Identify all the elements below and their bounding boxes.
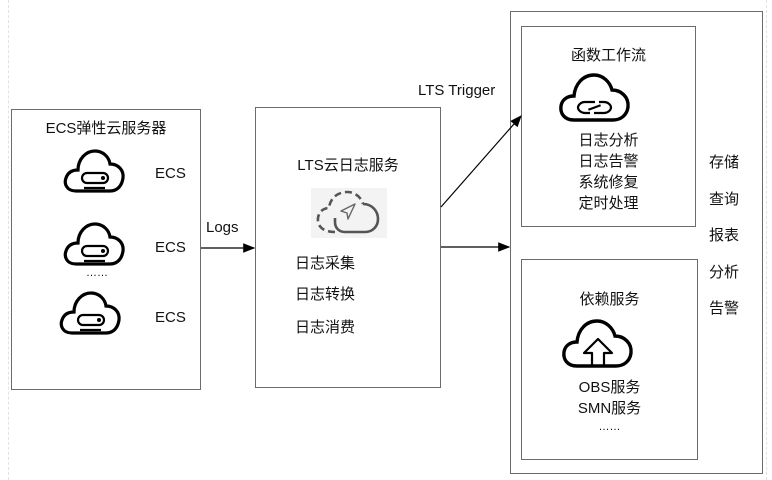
capability-label: 报表	[709, 227, 740, 244]
dependencies-box	[521, 259, 698, 460]
ecs-instance-label: ECS	[155, 165, 186, 182]
cloud-upload-icon	[562, 319, 633, 368]
function-feature: 日志告警	[578, 153, 639, 170]
capability-label: 告警	[709, 300, 740, 317]
function-graph-features: 日志分析 日志告警 系统修复 定时处理	[521, 130, 696, 214]
capability-label: 存储	[709, 154, 740, 171]
cloud-link-icon	[559, 73, 630, 122]
cloud-server-icon	[63, 222, 125, 266]
cloud-server-icon	[59, 291, 121, 335]
lts-feature: 日志消费	[294, 319, 355, 336]
function-feature: 日志分析	[578, 132, 639, 149]
ecs-group-title: ECS弹性云服务器	[45, 120, 167, 137]
edge-label-lts-trigger: LTS Trigger	[418, 82, 496, 99]
dependency-service: OBS服务	[578, 379, 641, 396]
dependency-service: SMN服务	[577, 400, 642, 417]
edge-label-logs: Logs	[206, 219, 239, 236]
guide-line-right	[766, 0, 767, 480]
capability-label: 查询	[709, 191, 740, 208]
cloud-server-icon	[63, 149, 125, 193]
function-feature: 定时处理	[578, 195, 639, 212]
capability-label: 分析	[709, 264, 740, 281]
function-graph-title: 函数工作流	[570, 47, 646, 64]
lts-title: LTS云日志服务	[297, 157, 399, 174]
guide-line-left	[8, 0, 9, 480]
ecs-instance-label: ECS	[155, 239, 186, 256]
function-feature: 系统修复	[578, 174, 639, 191]
dependency-services: OBS服务 SMN服务 ……	[521, 377, 698, 435]
arrow-lts-to-function-graph	[440, 115, 522, 208]
lts-feature: 日志采集	[294, 255, 355, 272]
lts-service-box	[255, 107, 441, 388]
cloud-log-send-icon	[316, 190, 380, 234]
lts-feature: 日志转换	[294, 286, 355, 303]
ecs-instance-label: ECS	[155, 309, 186, 326]
ecs-ellipsis: ……	[86, 267, 108, 279]
function-graph-box	[521, 26, 696, 227]
dependencies-title: 依赖服务	[579, 291, 640, 308]
dependency-service: ……	[598, 421, 621, 433]
